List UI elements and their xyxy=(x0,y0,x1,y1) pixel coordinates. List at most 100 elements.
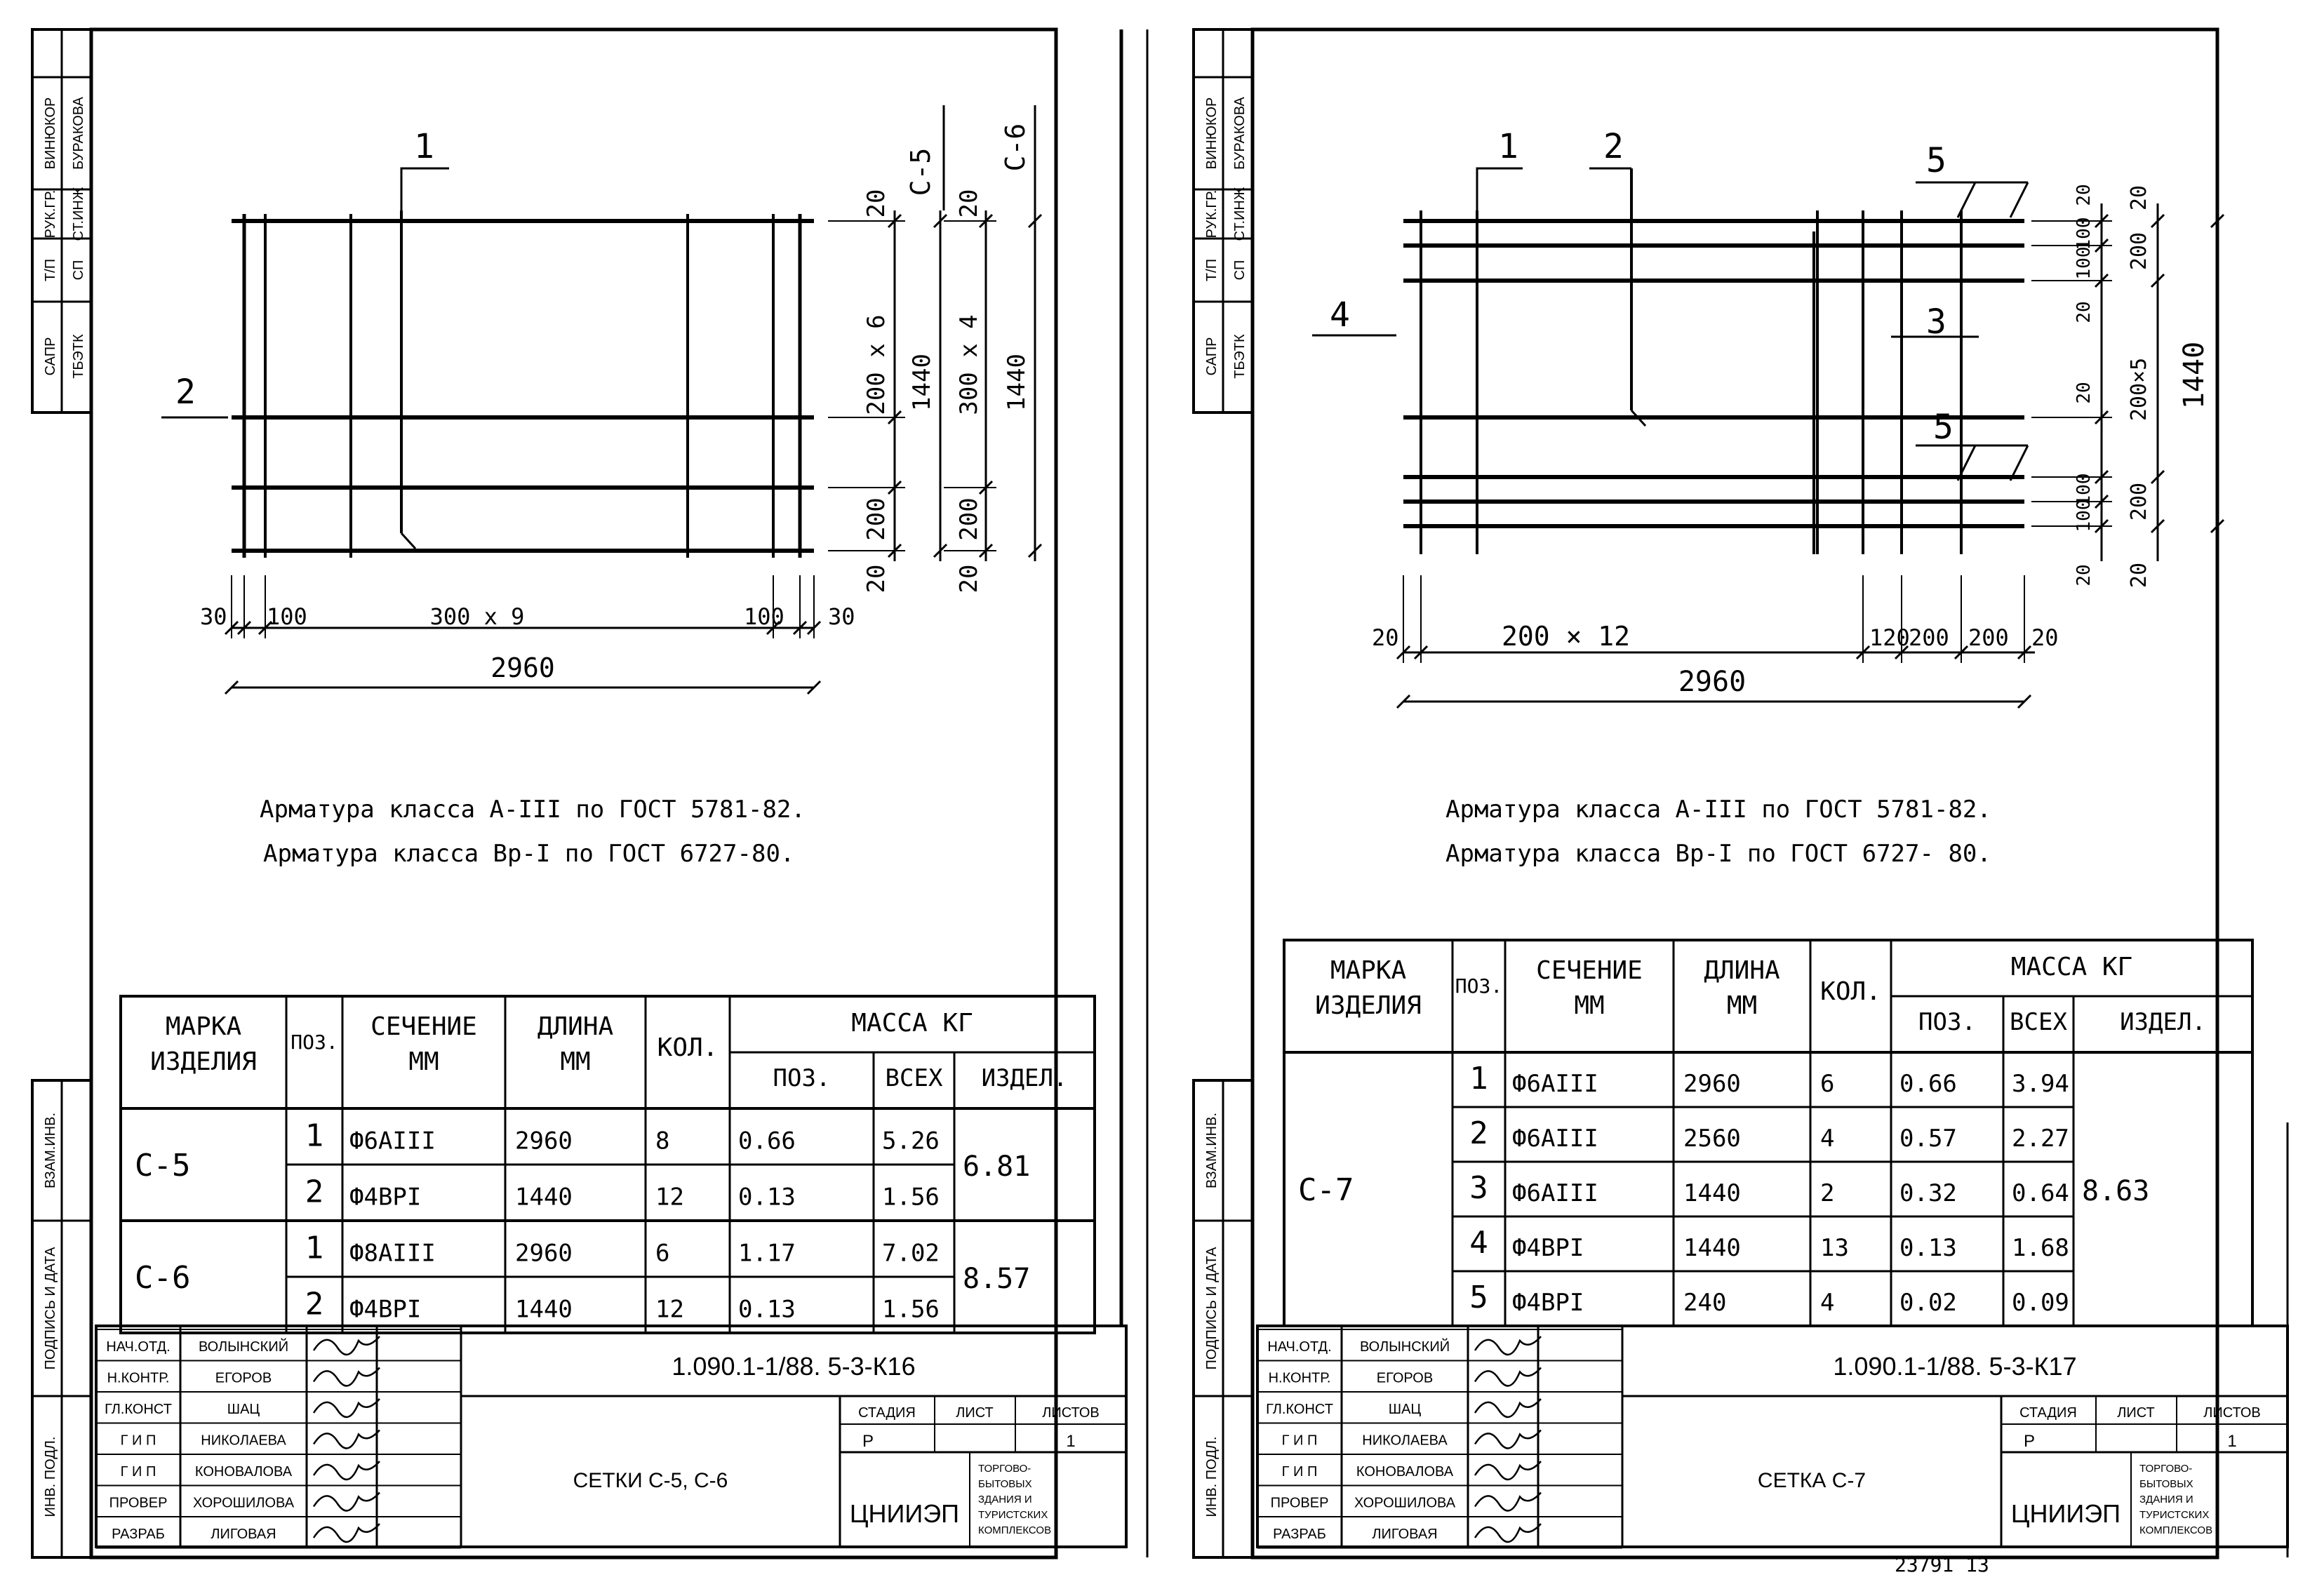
role-label: Н.КОНТР. xyxy=(107,1371,170,1386)
dimension-text: 30 xyxy=(200,603,227,630)
cell-qty: 12 xyxy=(655,1183,684,1212)
role-label: Г И П xyxy=(121,1433,156,1449)
dim-tick xyxy=(978,480,994,495)
cell-pos: 5 xyxy=(1469,1280,1488,1315)
dimension-text: 20 xyxy=(2073,382,2095,403)
stage-value: Р xyxy=(2024,1432,2035,1451)
dim-tick xyxy=(1894,645,1909,660)
name-label: ЕГОРОВ xyxy=(1377,1371,1433,1386)
th-pos: ПОЗ. xyxy=(290,1031,338,1054)
dimension-text: 20 xyxy=(2127,563,2151,588)
cell-length: 2960 xyxy=(515,1127,573,1155)
th-mark: ИЗДЕЛИЯ xyxy=(1315,991,1422,1020)
stage-header: СТАДИЯ xyxy=(858,1405,916,1421)
dimension-text: 200 xyxy=(1968,624,2009,651)
lower-stamp-text: ИНВ. ПОДЛ. xyxy=(1204,1437,1220,1517)
dim-tick xyxy=(2150,213,2165,229)
th-mass-item: ИЗДЕЛ. xyxy=(2120,1008,2206,1036)
sheets-header: ЛИСТОВ xyxy=(1042,1405,1100,1421)
org-subtitle: КОМПЛЕКСОВ xyxy=(2139,1524,2212,1536)
dimension-text: 20 xyxy=(1372,624,1399,651)
cell-qty: 6 xyxy=(655,1240,669,1268)
cell-mass-all: 2.27 xyxy=(2012,1125,2069,1153)
th-mass-all: ВСЕХ xyxy=(886,1064,943,1092)
cell-mass-pos: 0.13 xyxy=(738,1183,796,1212)
side-stamp-text: РУК.ГР. xyxy=(1204,190,1220,239)
dim-tick xyxy=(1954,645,1969,660)
cell-item-mass: 8.57 xyxy=(963,1263,1030,1295)
side-stamp-text: САПР xyxy=(1204,337,1220,376)
cell-length: 2960 xyxy=(1683,1070,1741,1098)
dimension-text: 120 xyxy=(1869,624,1910,651)
org-subtitle: ЗДАНИЯ И xyxy=(2139,1494,2193,1506)
dim-tick xyxy=(806,620,822,636)
dimension-total: 1440 xyxy=(2178,342,2210,409)
dim-tick xyxy=(258,620,273,636)
cell-qty: 4 xyxy=(1820,1289,1834,1317)
cell-mark: С-6 xyxy=(135,1260,190,1296)
cell-length: 2560 xyxy=(1683,1125,1741,1153)
signature-mark xyxy=(312,1367,380,1387)
lower-stamp-text: ВЗАМ.ИНВ. xyxy=(43,1113,58,1188)
callout-5: 5 xyxy=(1926,141,1946,180)
dim-tick xyxy=(887,543,902,558)
dimension-text: 200 xyxy=(862,497,890,540)
cell-section: Ф4ВРI xyxy=(1512,1234,1584,1262)
cell-qty: 8 xyxy=(655,1127,669,1155)
cell-section: Ф4ВРI xyxy=(349,1296,421,1324)
signature-mark xyxy=(312,1398,380,1419)
side-stamp-text: Т/П xyxy=(43,259,58,281)
sheet-frame xyxy=(89,27,1058,1560)
note-line: Арматура класса Вр-I по ГОСТ 6727- 80. xyxy=(1445,840,1991,868)
leader xyxy=(1916,181,2029,218)
org-subtitle: БЫТОВЫХ xyxy=(2139,1478,2193,1490)
th-section: ММ xyxy=(408,1047,439,1076)
th-qty: КОЛ. xyxy=(657,1033,719,1062)
dim-tick xyxy=(806,680,822,695)
archive-number: 23791 13 xyxy=(1895,1553,1989,1576)
dim-tick xyxy=(1396,645,1411,660)
dimension-text: 200 × 12 xyxy=(1502,621,1630,652)
side-stamp-text: СП xyxy=(71,260,86,281)
dim-tick xyxy=(2094,273,2109,288)
name-label: ВОЛЫНСКИЙ xyxy=(199,1338,288,1355)
cell-length: 1440 xyxy=(515,1183,573,1212)
dimension-text: 20 xyxy=(2073,564,2095,586)
dimension-text: 200 х 6 xyxy=(862,314,890,415)
cell-mass-pos: 0.66 xyxy=(1899,1070,1957,1098)
cell-pos: 1 xyxy=(305,1118,324,1154)
side-stamp-text: Т/П xyxy=(1204,259,1220,281)
side-stamp-text: ВИНЮКОР xyxy=(43,98,58,170)
dimension-text: 20 xyxy=(862,565,890,594)
signature-mark xyxy=(312,1461,380,1481)
cell-qty: 6 xyxy=(1820,1070,1834,1098)
name-label: ЕГОРОВ xyxy=(215,1371,272,1386)
name-label: ШАЦ xyxy=(1389,1402,1422,1417)
cell-section: Ф4ВРI xyxy=(349,1183,421,1212)
cell-qty: 12 xyxy=(655,1296,684,1324)
document-code: 1.090.1-1/88. 5-3-К16 xyxy=(672,1352,915,1381)
dim-tick xyxy=(933,213,948,229)
side-stamp-text: БУРАКОВА xyxy=(71,96,86,169)
dimension-text: 100 xyxy=(2073,499,2095,532)
cell-item-mass: 8.63 xyxy=(2082,1175,2149,1207)
role-label: ПРОВЕР xyxy=(109,1496,168,1511)
th-length: ДЛИНА xyxy=(1704,956,1780,985)
side-stamp-text: СТ.ИНЖ xyxy=(71,187,86,241)
cell-length: 2960 xyxy=(515,1240,573,1268)
dim-tick xyxy=(2210,518,2225,534)
dim-tick xyxy=(1413,645,1429,660)
cell-length: 1440 xyxy=(1683,1234,1741,1262)
signature-mark xyxy=(312,1336,380,1356)
cell-mark: С-5 xyxy=(135,1148,190,1183)
org-subtitle: ТУРИСТСКИХ xyxy=(978,1509,1048,1521)
th-mass: МАССА КГ xyxy=(851,1009,973,1038)
signature-mark xyxy=(312,1491,380,1512)
name-label: КОНОВАЛОВА xyxy=(1356,1464,1454,1480)
org-name: ЦНИИЭП xyxy=(850,1499,959,1528)
spec-table-frame xyxy=(1283,939,2254,1327)
cell-mark: С-7 xyxy=(1298,1172,1354,1208)
document-code: 1.090.1-1/88. 5-3-К17 xyxy=(1833,1352,2076,1381)
name-label: ЛИГОВАЯ xyxy=(1372,1527,1437,1542)
